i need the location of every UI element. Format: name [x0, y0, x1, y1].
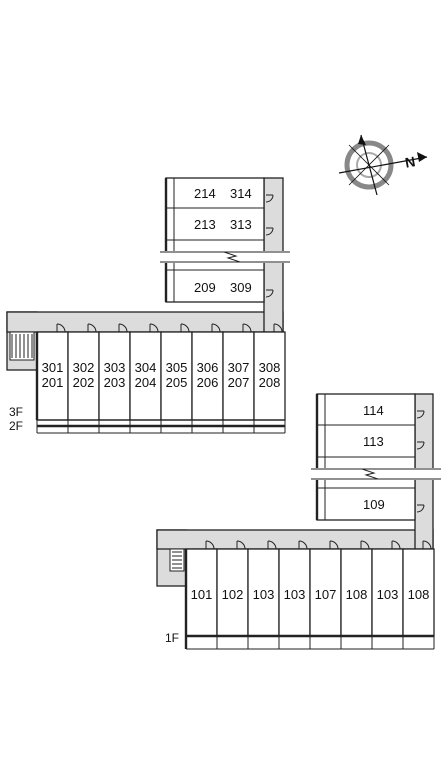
door-icon: [422, 540, 432, 550]
room-label: 313: [230, 217, 252, 232]
compass-label: N: [404, 153, 417, 171]
room-label: 103: [253, 587, 275, 602]
room-label: 204: [135, 375, 157, 390]
door-icon: [180, 323, 190, 333]
floor-label: 2F: [9, 419, 23, 433]
room-label: 205: [166, 375, 188, 390]
room-label: 206: [197, 375, 219, 390]
room-label: 306: [197, 360, 219, 375]
room-label: 101: [191, 587, 213, 602]
door-icon: [273, 323, 283, 333]
door-icon: [211, 323, 221, 333]
floor-label: 3F: [9, 405, 23, 419]
room-label: 202: [73, 375, 95, 390]
room-label: 207: [228, 375, 250, 390]
compass-icon: [338, 134, 428, 196]
room-label: 214: [194, 186, 216, 201]
door-icon: [236, 540, 246, 550]
door-icon: [298, 540, 308, 550]
room-label: 114: [363, 403, 384, 418]
room-label: 305: [166, 360, 188, 375]
door-icon: [329, 540, 339, 550]
door-icon: [265, 289, 274, 298]
door-icon: [87, 323, 97, 333]
door-icon: [205, 540, 215, 550]
door-icon: [242, 323, 252, 333]
building-b-rooms: 101 102 103 103 107 108 103 108: [184, 540, 435, 650]
room-label: 213: [194, 217, 216, 232]
door-icon: [360, 540, 370, 550]
door-icon: [118, 323, 128, 333]
building-a-upper-wing: [160, 177, 290, 303]
room-label: 209: [194, 280, 216, 295]
room-label: 103: [377, 587, 399, 602]
room-label: 314: [230, 186, 252, 201]
door-icon: [416, 410, 425, 419]
door-icon: [391, 540, 401, 550]
room-label: 113: [363, 434, 384, 449]
door-icon: [56, 323, 66, 333]
room-label: 304: [135, 360, 157, 375]
room-label: 302: [73, 360, 95, 375]
building-a-walkway: [6, 311, 284, 333]
door-icon: [267, 540, 277, 550]
room-label: 103: [284, 587, 306, 602]
door-icon: [149, 323, 159, 333]
room-label: 107: [315, 587, 337, 602]
stair-icon: [169, 548, 185, 572]
room-label: 201: [42, 375, 64, 390]
stair-icon: [9, 331, 35, 361]
building-b-upper-wing: [311, 393, 441, 521]
room-label: 208: [259, 375, 281, 390]
room-label: 303: [104, 360, 126, 375]
floor-label: 1F: [165, 631, 179, 645]
room-label: 301: [42, 360, 64, 375]
door-icon: [416, 441, 425, 450]
room-label: 108: [408, 587, 430, 602]
building-a-rooms: 3012013022023032033042043052053062063072…: [35, 323, 286, 434]
room-label: 102: [222, 587, 244, 602]
door-icon: [416, 504, 425, 513]
door-icon: [265, 194, 274, 203]
room-label: 109: [363, 497, 385, 512]
door-icon: [265, 227, 274, 236]
room-label: 203: [104, 375, 126, 390]
room-label: 308: [259, 360, 281, 375]
room-label: 108: [346, 587, 368, 602]
room-label: 309: [230, 280, 252, 295]
room-label: 307: [228, 360, 250, 375]
